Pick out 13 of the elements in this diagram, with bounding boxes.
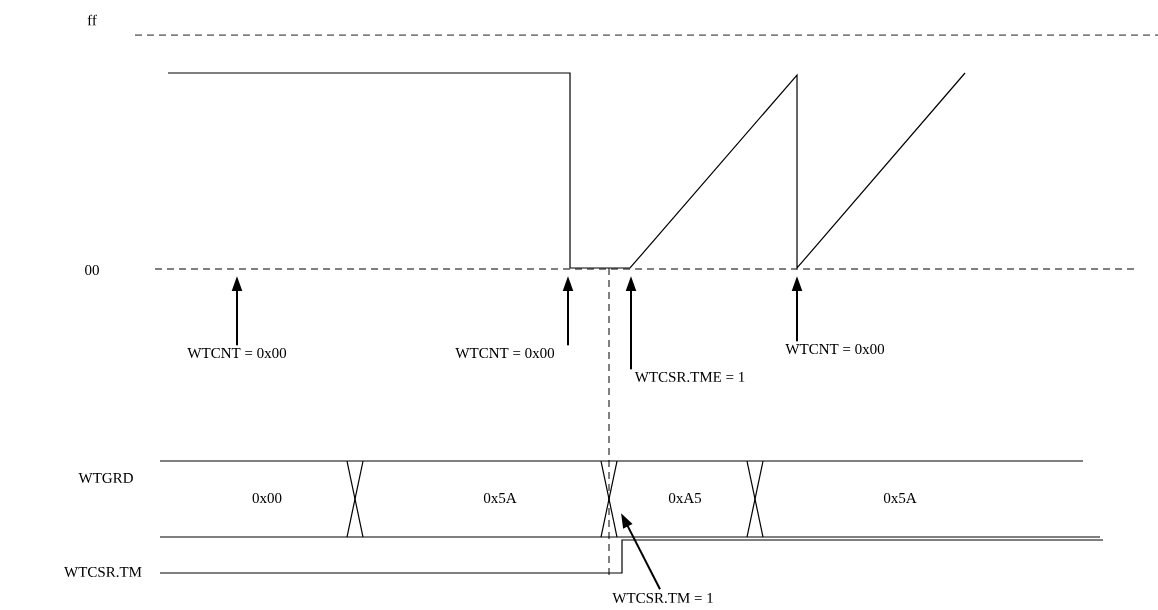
- annotation-text: WTCSR.TME = 1: [634, 371, 745, 383]
- bus-value: 0x00: [252, 492, 282, 504]
- bus-value: 0xA5: [668, 492, 702, 504]
- axis-label: 00: [85, 264, 99, 276]
- annotation-text: WTCNT = 0x00: [187, 347, 287, 359]
- bus-value: 0x5A: [483, 492, 517, 504]
- axis-label: ff: [87, 14, 97, 26]
- annotation-text: WTCNT = 0x00: [785, 343, 885, 355]
- annotation-text: WTCSR.TM = 1: [612, 592, 713, 604]
- signal-name: WTGRD: [78, 472, 133, 484]
- annotation-text: WTCNT = 0x00: [455, 347, 555, 359]
- signal-name: WTCSR.TM: [64, 566, 142, 578]
- bus-value: 0x5A: [883, 492, 917, 504]
